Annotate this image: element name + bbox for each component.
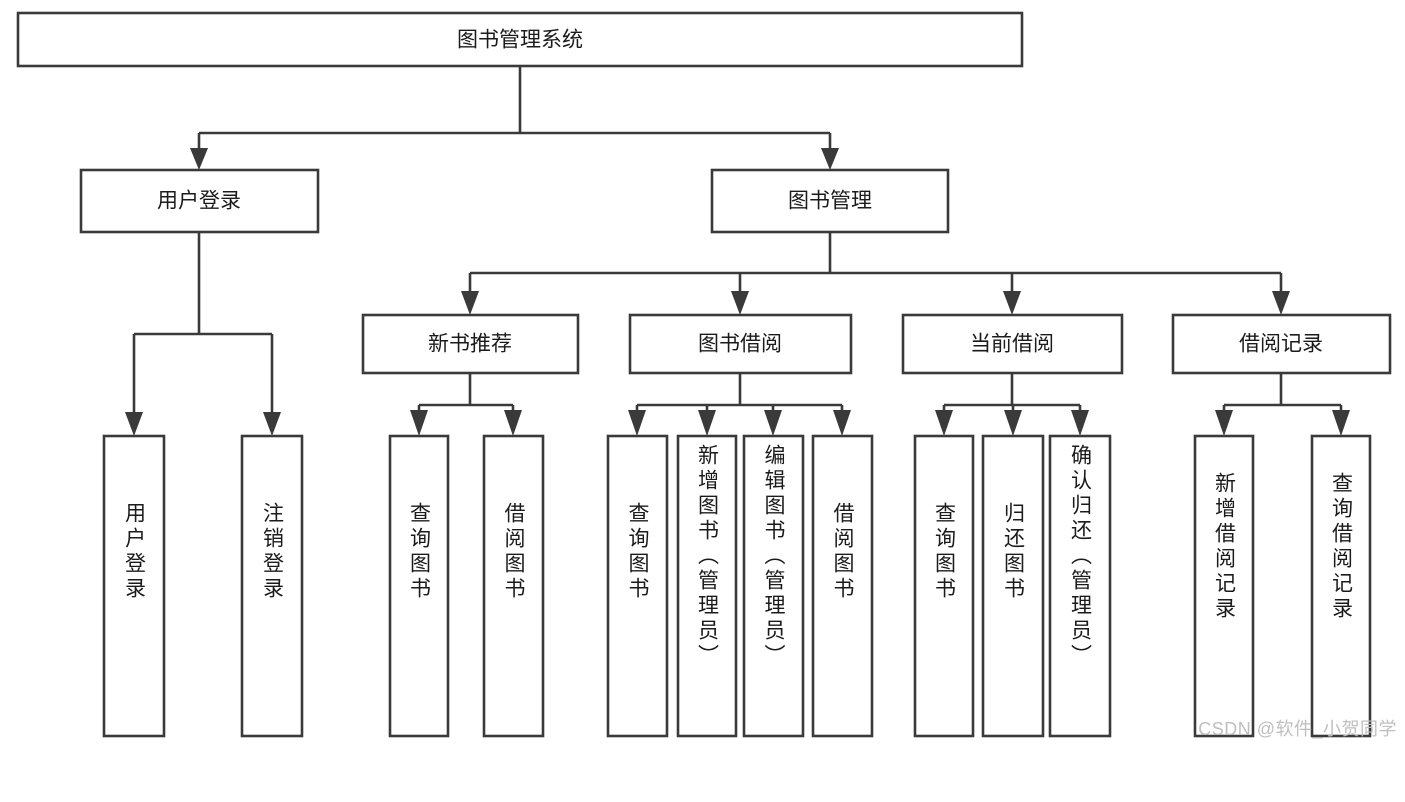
node-current-borrow-box[interactable] bbox=[901, 313, 1124, 375]
node-new-book-rec[interactable]: 新书推荐 bbox=[361, 313, 580, 375]
arrow-head-icon bbox=[190, 148, 208, 170]
node-book-borrow-label: 图书借阅 bbox=[698, 333, 782, 356]
connector-group-borrow-record bbox=[1215, 373, 1350, 436]
leaf-query-book-2-box[interactable] bbox=[606, 434, 669, 738]
node-book-borrow-box[interactable] bbox=[628, 313, 853, 375]
arrow-head-icon bbox=[821, 148, 839, 170]
leaf-borrow-book-2-box[interactable] bbox=[811, 434, 874, 738]
arrow-head-icon bbox=[935, 410, 953, 436]
node-root-box[interactable] bbox=[16, 11, 1024, 68]
connector-group-current-borrow bbox=[935, 373, 1089, 436]
arrow-head-icon bbox=[125, 412, 143, 436]
connector-group-new-book-rec bbox=[410, 373, 522, 436]
connector-group-user-login bbox=[125, 232, 281, 436]
arrow-head-icon bbox=[1071, 410, 1089, 436]
connector-group-root bbox=[190, 66, 839, 170]
node-new-book-rec-box[interactable] bbox=[361, 313, 580, 375]
arrow-head-icon bbox=[1332, 410, 1350, 436]
leaf-add-book-admin-box[interactable] bbox=[676, 434, 738, 738]
leaf-add-record-box[interactable] bbox=[1193, 434, 1255, 738]
node-borrow-record-label: 借阅记录 bbox=[1239, 333, 1323, 356]
leaf-user-logout-box[interactable] bbox=[240, 434, 304, 738]
tree-diagram-svg: 图书管理系统 用户登录 图书管理 新书推荐 图书借阅 当前借阅 借阅记录 bbox=[16, 11, 1392, 738]
arrow-head-icon bbox=[263, 412, 281, 436]
leaf-borrow-book-1-box[interactable] bbox=[482, 434, 545, 738]
arrow-head-icon bbox=[731, 291, 749, 315]
leaf-edit-book-admin-box[interactable] bbox=[742, 434, 805, 738]
leaf-query-book-1-box[interactable] bbox=[388, 434, 450, 738]
node-book-manage[interactable]: 图书管理 bbox=[710, 168, 950, 234]
node-book-borrow[interactable]: 图书借阅 bbox=[628, 313, 853, 375]
arrow-head-icon bbox=[1272, 291, 1290, 315]
watermark-text: CSDN @软件_小贺同学 bbox=[1198, 719, 1397, 739]
node-root[interactable]: 图书管理系统 bbox=[16, 11, 1024, 68]
arrow-head-icon bbox=[628, 410, 646, 436]
arrow-head-icon bbox=[764, 410, 782, 436]
node-user-login-box[interactable] bbox=[79, 168, 320, 234]
node-current-borrow-label: 当前借阅 bbox=[970, 333, 1054, 356]
arrow-head-icon bbox=[461, 291, 479, 315]
node-borrow-record-box[interactable] bbox=[1171, 313, 1392, 375]
arrow-head-icon bbox=[698, 410, 716, 436]
node-user-login[interactable]: 用户登录 bbox=[79, 168, 320, 234]
arrow-head-icon bbox=[1004, 410, 1022, 436]
leaf-query-record-box[interactable] bbox=[1310, 434, 1372, 738]
node-borrow-record[interactable]: 借阅记录 bbox=[1171, 313, 1392, 375]
arrow-head-icon bbox=[1215, 410, 1233, 436]
leaf-query-book-3-box[interactable] bbox=[913, 434, 975, 738]
leaf-confirm-return-box[interactable] bbox=[1048, 434, 1112, 738]
connector-group-book-borrow bbox=[628, 373, 851, 436]
node-current-borrow[interactable]: 当前借阅 bbox=[901, 313, 1124, 375]
leaf-return-book-box[interactable] bbox=[981, 434, 1045, 738]
node-root-label: 图书管理系统 bbox=[457, 29, 583, 52]
connector-group-book-manage bbox=[461, 232, 1290, 315]
node-user-login-label: 用户登录 bbox=[157, 190, 241, 213]
diagram-canvas: 图书管理系统 用户登录 图书管理 新书推荐 图书借阅 当前借阅 借阅记录 bbox=[16, 11, 1397, 739]
arrow-head-icon bbox=[410, 410, 428, 436]
leaf-user-login-box[interactable] bbox=[102, 434, 166, 738]
node-book-manage-label: 图书管理 bbox=[788, 190, 872, 213]
arrow-head-icon bbox=[504, 410, 522, 436]
node-book-manage-box[interactable] bbox=[710, 168, 950, 234]
arrow-head-icon bbox=[833, 410, 851, 436]
arrow-head-icon bbox=[1003, 291, 1021, 315]
node-new-book-rec-label: 新书推荐 bbox=[428, 333, 512, 356]
leaf-box-group bbox=[102, 434, 1372, 738]
